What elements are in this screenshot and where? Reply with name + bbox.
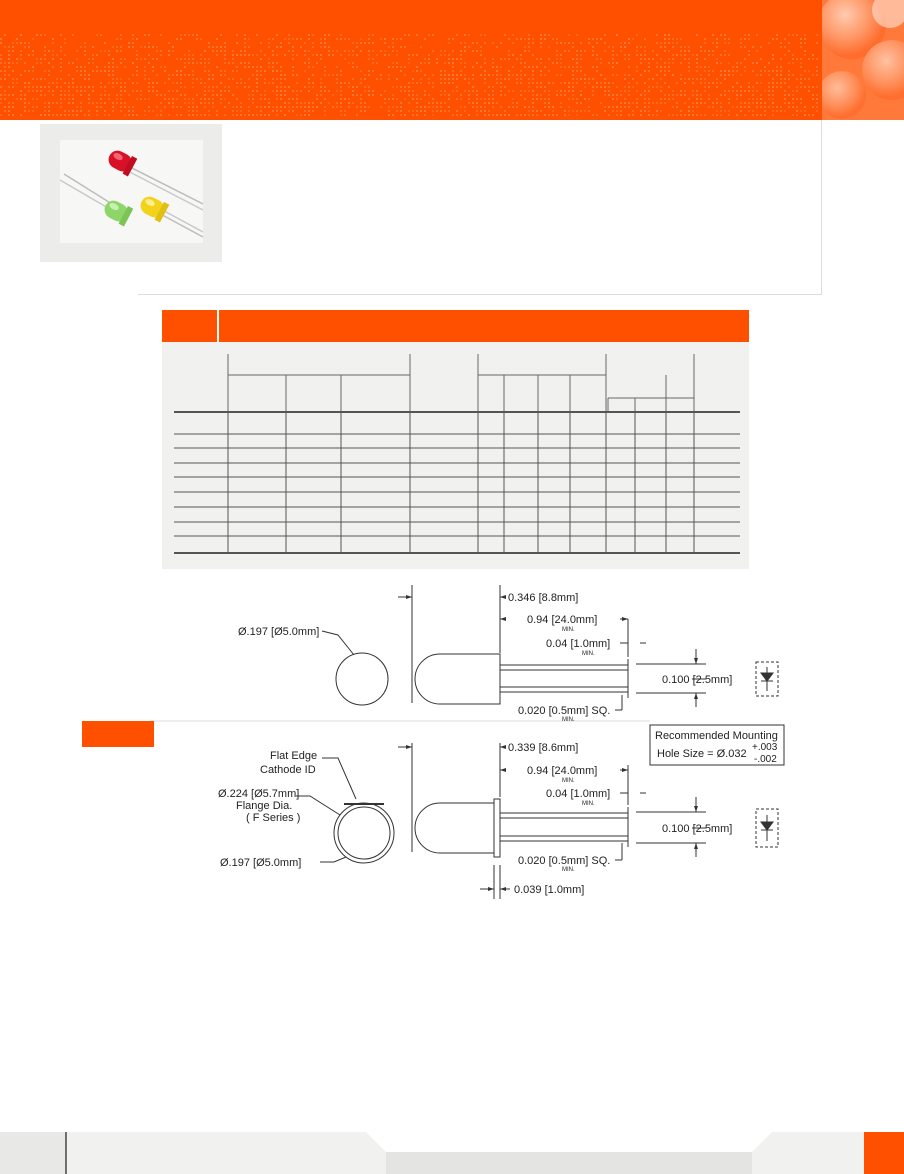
page-number-box [864, 1132, 904, 1174]
mounting-title: Recommended Mounting [655, 730, 778, 742]
std-standoff-label: 0.04 [1.0mm] [546, 638, 610, 650]
flat-edge-label: Flat Edge [270, 750, 317, 762]
std-lead-length-label: 0.94 [24.0mm] [527, 614, 597, 626]
flanged-body-length-label: 0.339 [8.6mm] [508, 742, 578, 754]
spec-table-grid [174, 354, 740, 554]
flanged-lead-size-label: 0.020 [0.5mm] SQ. [518, 855, 610, 867]
cathode-id-label: Cathode ID [260, 764, 316, 776]
std-lead-size-note: MIN. [562, 717, 575, 723]
flanged-standoff-note: MIN. [582, 801, 595, 807]
flanged-diameter-label: Ø.197 [Ø5.0mm] [220, 857, 301, 869]
end-view-circle [335, 652, 389, 706]
flange-circle [333, 802, 395, 864]
led-body-side-flanged [414, 802, 495, 854]
std-body-length-label: 0.346 [8.8mm] [508, 592, 578, 604]
flanged-lead-length-label: 0.94 [24.0mm] [527, 765, 597, 777]
flanged-lead-spacing-label: 0.100 [2.5mm] [662, 823, 732, 835]
intro-box [138, 120, 822, 295]
flange-diameter-label: Ø.224 [Ø5.7mm] [218, 788, 299, 800]
corner-orbs-image [822, 0, 904, 120]
flanged-lead-length-note: MIN. [562, 778, 575, 784]
table-header-divider [217, 310, 219, 342]
mounting-tolerance-minus: -.002 [754, 754, 777, 765]
end-view-circle-flanged [337, 806, 391, 860]
dot-pattern [0, 34, 818, 116]
led-body-side [414, 653, 501, 705]
spec-table [162, 342, 749, 569]
std-lead-length-note: MIN. [562, 627, 575, 633]
std-diameter-label: Ø.197 [Ø5.0mm] [238, 626, 319, 638]
f-series-label: ( F Series ) [246, 812, 300, 824]
std-lead-spacing-label: 0.100 [2.5mm] [662, 674, 732, 686]
section-tab [82, 721, 154, 747]
table-header-bar [162, 310, 749, 342]
mounting-hole-size: Hole Size = Ø.032 [657, 748, 747, 760]
footer-band [0, 1132, 904, 1174]
mechanical-drawing: Ø.197 [Ø5.0mm] 0.346 [8.8mm] 0.94 [24.0m… [150, 585, 785, 899]
header-band [0, 0, 904, 120]
std-standoff-note: MIN. [582, 651, 595, 657]
mounting-tolerance-plus: +.003 [752, 742, 778, 753]
flange-thickness-label: 0.039 [1.0mm] [514, 884, 584, 896]
std-lead-size-label: 0.020 [0.5mm] SQ. [518, 705, 610, 717]
flange-dia-label: Flange Dia. [236, 800, 292, 812]
flanged-lead-size-note: MIN. [562, 867, 575, 873]
flanged-standoff-label: 0.04 [1.0mm] [546, 788, 610, 800]
led-photo-icon [60, 140, 203, 243]
